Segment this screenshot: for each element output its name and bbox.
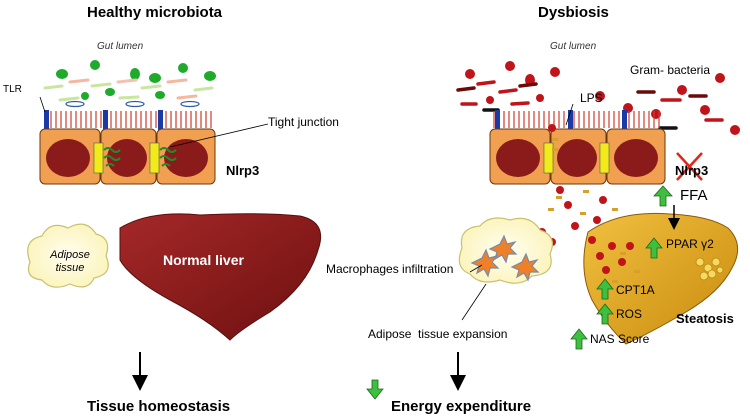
adipose-tissue-label: Adipose tissue bbox=[50, 249, 90, 274]
gram-negative-rods bbox=[456, 80, 724, 130]
microvilli-left bbox=[45, 111, 212, 128]
epithelium-left bbox=[39, 128, 216, 185]
lps-pointer bbox=[565, 103, 574, 126]
commensal-rods bbox=[43, 78, 214, 108]
ffa-label: FFA bbox=[680, 187, 708, 204]
tissue-homeostasis-label: Tissue homeostasis bbox=[87, 398, 231, 415]
tlr-receptors-left bbox=[44, 110, 163, 132]
steatosis-label: Steatosis bbox=[676, 311, 734, 326]
ros-label: ROS bbox=[616, 307, 643, 321]
tlr-pointer bbox=[39, 96, 46, 113]
up-arrow-ros-icon bbox=[596, 303, 614, 325]
lps-label: LPS bbox=[580, 91, 603, 105]
macrophages-infiltration-label: Macrophages infiltration bbox=[326, 262, 454, 276]
liver-lps bbox=[612, 252, 640, 283]
healthy-bacteria-group bbox=[56, 60, 216, 100]
nas-score-label: NAS Score bbox=[590, 332, 650, 346]
normal-liver-label: Normal liver bbox=[163, 252, 244, 268]
nlrp3-label-right: Nlrp3 bbox=[675, 163, 709, 178]
steatotic-liver-shape bbox=[583, 212, 739, 345]
down-arrow-energy-icon bbox=[366, 379, 384, 400]
nlrp3-label-left: Nlrp3 bbox=[226, 163, 260, 178]
tight-junction-pointer bbox=[169, 123, 269, 148]
healthy-microbiota-title: Healthy microbiota bbox=[87, 4, 223, 21]
adipose-expansion-pointer bbox=[461, 283, 487, 321]
cpt1a-label: CPT1A bbox=[616, 283, 655, 297]
gram-negative-bacteria bbox=[465, 61, 740, 135]
nlrp3-cross-icon bbox=[676, 152, 703, 181]
macrophage-icons bbox=[470, 234, 540, 282]
tlr-label: TLR bbox=[3, 84, 22, 95]
adipose-expansion-label: Adipose tissue expansion bbox=[368, 327, 508, 341]
tight-junction-label: Tight junction bbox=[268, 115, 339, 129]
up-arrow-ffa-icon bbox=[653, 185, 673, 207]
nlrp3-complex-left bbox=[103, 147, 177, 167]
up-arrow-cpt1a-icon bbox=[596, 278, 614, 300]
up-arrow-icons bbox=[570, 185, 673, 350]
energy-expenditure-label: Energy expenditure bbox=[391, 398, 532, 415]
gut-lumen-label-right: Gut lumen bbox=[550, 41, 597, 52]
ppar-label: PPAR γ2 bbox=[666, 237, 714, 251]
steatosis-lipid-droplets bbox=[695, 257, 724, 281]
normal-liver-shape bbox=[119, 213, 322, 341]
tlr-receptors-right bbox=[495, 110, 627, 132]
epithelium-right bbox=[489, 128, 666, 185]
microvilli-right bbox=[493, 111, 660, 128]
adipose-cloud-left bbox=[27, 223, 109, 288]
dysbiosis-title: Dysbiosis bbox=[538, 4, 609, 21]
macrophage-pointer bbox=[469, 264, 483, 273]
liver-bacteria bbox=[588, 236, 634, 274]
gram-negative-label: Gram- bacteria bbox=[630, 63, 711, 77]
up-arrow-nas-icon bbox=[570, 328, 588, 350]
up-arrow-ppar-icon bbox=[645, 237, 663, 259]
gut-lumen-label-left: Gut lumen bbox=[97, 41, 144, 52]
